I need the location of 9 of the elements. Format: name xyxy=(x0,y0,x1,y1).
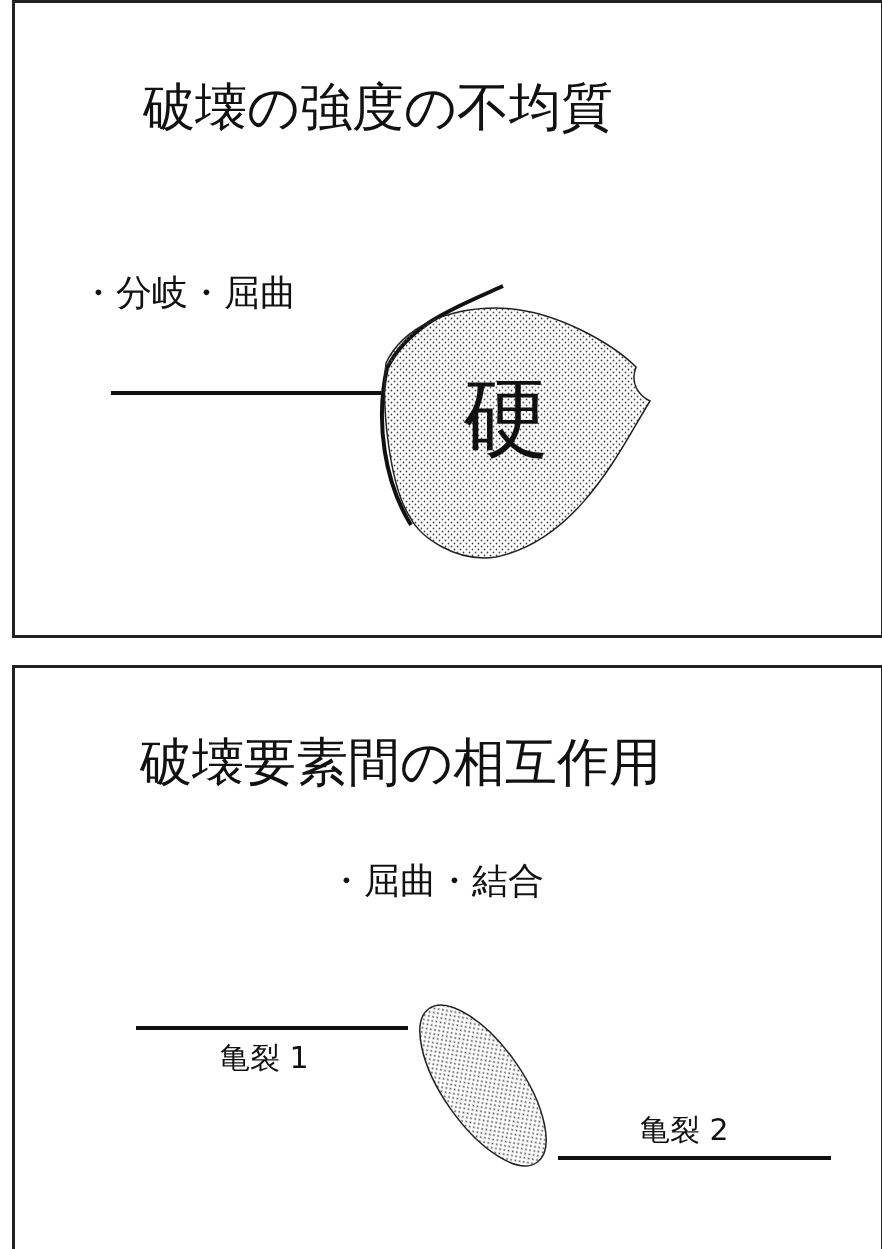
bullet-text: ・屈曲・結合 xyxy=(328,863,544,899)
slide-heading: 破壊の強度の不均質 xyxy=(143,81,613,133)
crack-label: 亀裂 1 xyxy=(220,1043,309,1073)
bullet-text: ・分岐・屈曲 xyxy=(80,275,296,311)
slide-panel xyxy=(12,665,882,1249)
slide-panel xyxy=(12,0,882,638)
region-label: 硬 xyxy=(463,375,549,461)
slide-heading: 破壊要素間の相互作用 xyxy=(140,736,661,788)
crack-label: 亀裂 2 xyxy=(640,1115,729,1145)
